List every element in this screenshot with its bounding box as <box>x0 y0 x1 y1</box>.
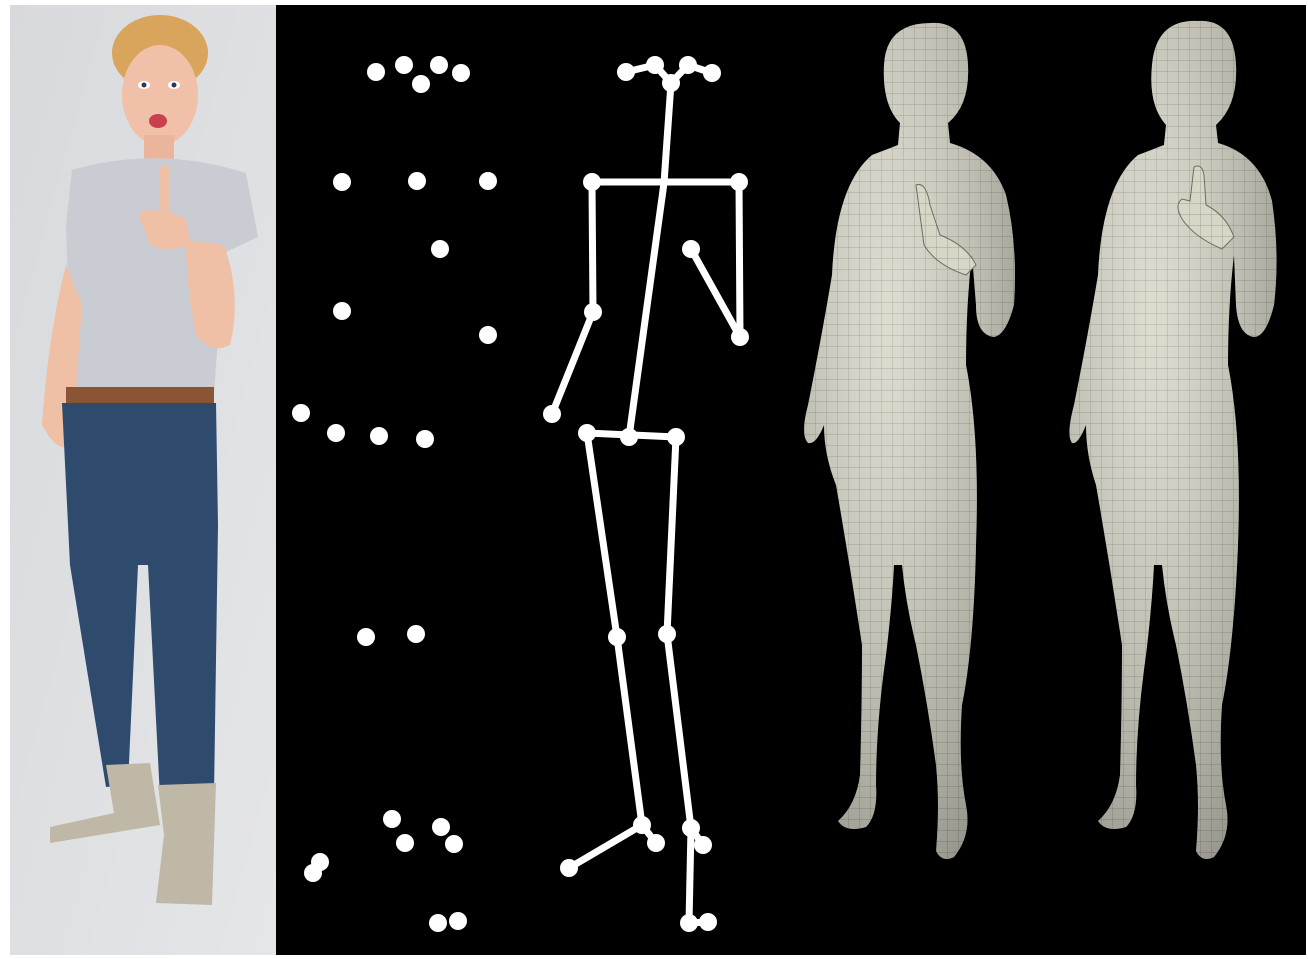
bone <box>592 182 593 312</box>
neck <box>144 135 174 161</box>
joint <box>608 628 626 646</box>
keypoint <box>452 64 470 82</box>
keypoint <box>432 818 450 836</box>
pupil-right <box>172 83 177 88</box>
keypoint <box>333 302 351 320</box>
joint <box>694 836 712 854</box>
joint <box>680 914 698 932</box>
mesh-figure-1 <box>804 23 1015 859</box>
joint <box>682 240 700 258</box>
joint <box>617 63 635 81</box>
pupil-left <box>142 83 147 88</box>
keypoint <box>479 172 497 190</box>
keypoint <box>429 914 447 932</box>
joint <box>583 173 601 191</box>
keypoint <box>407 625 425 643</box>
joint <box>658 625 676 643</box>
bone <box>667 634 691 828</box>
keypoint <box>327 424 345 442</box>
keypoint <box>449 912 467 930</box>
keypoint <box>383 810 401 828</box>
bone <box>667 437 676 634</box>
keypoint <box>408 172 426 190</box>
joint <box>662 74 680 92</box>
keypoint <box>357 628 375 646</box>
mesh-shading <box>804 23 1015 859</box>
boot-right <box>156 783 216 905</box>
keypoint <box>304 864 322 882</box>
keypoint <box>370 427 388 445</box>
keypoint <box>430 56 448 74</box>
keypoint <box>479 326 497 344</box>
joint <box>647 834 665 852</box>
sparse-keypoints <box>292 56 497 932</box>
keypoint <box>445 835 463 853</box>
keypoint <box>431 240 449 258</box>
bone <box>689 828 691 923</box>
joint <box>578 424 596 442</box>
dark-panel <box>276 5 1306 955</box>
joint <box>646 56 664 74</box>
bone <box>629 183 664 437</box>
face <box>122 45 198 145</box>
input-photo-panel <box>10 5 276 955</box>
joint <box>699 913 717 931</box>
joint <box>584 303 602 321</box>
joint <box>667 428 685 446</box>
bone <box>569 825 642 868</box>
bone <box>552 312 593 414</box>
mesh-shading <box>1069 21 1276 859</box>
joint <box>703 64 721 82</box>
joint <box>730 173 748 191</box>
bone <box>664 83 671 183</box>
keypoint <box>416 430 434 448</box>
reconstruction-panels <box>276 5 1306 955</box>
keypoint <box>292 404 310 422</box>
joint <box>633 816 651 834</box>
keypoint <box>367 63 385 81</box>
keypoint <box>396 834 414 852</box>
belt <box>66 387 214 405</box>
mesh-figure-2 <box>1069 21 1276 859</box>
keypoint <box>395 56 413 74</box>
joint <box>560 859 578 877</box>
joint <box>679 56 697 74</box>
bone <box>739 182 740 337</box>
pointing-finger <box>160 165 170 213</box>
input-photo <box>10 5 276 955</box>
skeleton <box>543 56 749 932</box>
bone <box>587 433 617 637</box>
keypoint <box>333 173 351 191</box>
bone <box>617 637 642 825</box>
mouth <box>149 114 167 128</box>
joint <box>682 819 700 837</box>
bone <box>691 249 740 337</box>
joint <box>620 428 638 446</box>
keypoint <box>412 75 430 93</box>
joint <box>731 328 749 346</box>
joint <box>543 405 561 423</box>
